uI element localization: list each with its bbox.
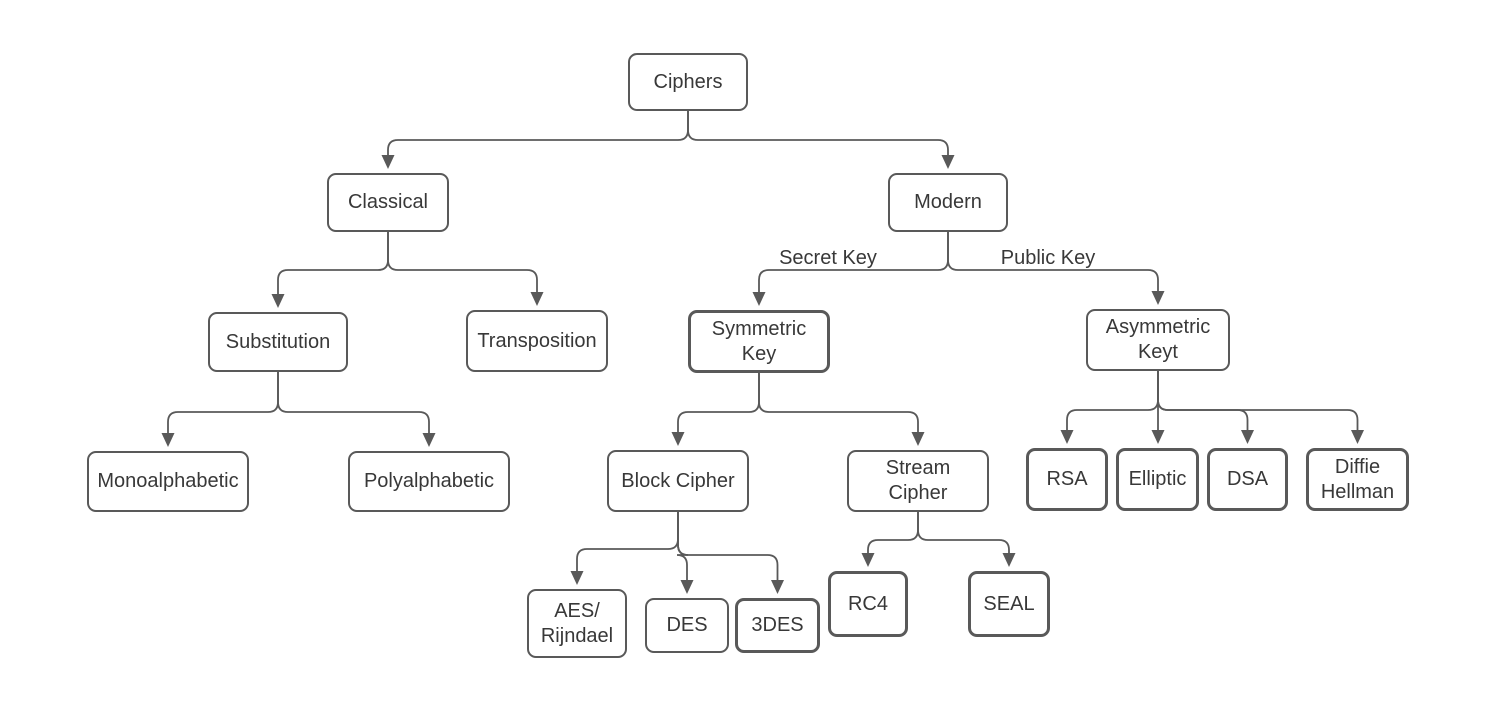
node-seal: SEAL [968,571,1050,637]
node-ciphers: Ciphers [628,53,748,111]
node-polyalphabetic: Polyalphabetic [348,451,510,512]
node-rsa: RSA [1026,448,1108,511]
node-aes-rijndael: AES/ Rijndael [527,589,627,658]
node-rc4: RC4 [828,571,908,637]
node-monoalphabetic: Monoalphabetic [87,451,249,512]
node-transposition: Transposition [466,310,608,372]
node-classical: Classical [327,173,449,232]
node-stream-cipher: Stream Cipher [847,450,989,512]
node-block-cipher: Block Cipher [607,450,749,512]
node-diffie-hellman: Diffie Hellman [1306,448,1409,511]
node-asymmetric-keyt: Asymmetric Keyt [1086,309,1230,371]
node-elliptic: Elliptic [1116,448,1199,511]
node-3des: 3DES [735,598,820,653]
node-substitution: Substitution [208,312,348,372]
node-des: DES [645,598,729,653]
node-modern: Modern [888,173,1008,232]
node-symmetric-key: Symmetric Key [688,310,830,373]
node-dsa: DSA [1207,448,1288,511]
